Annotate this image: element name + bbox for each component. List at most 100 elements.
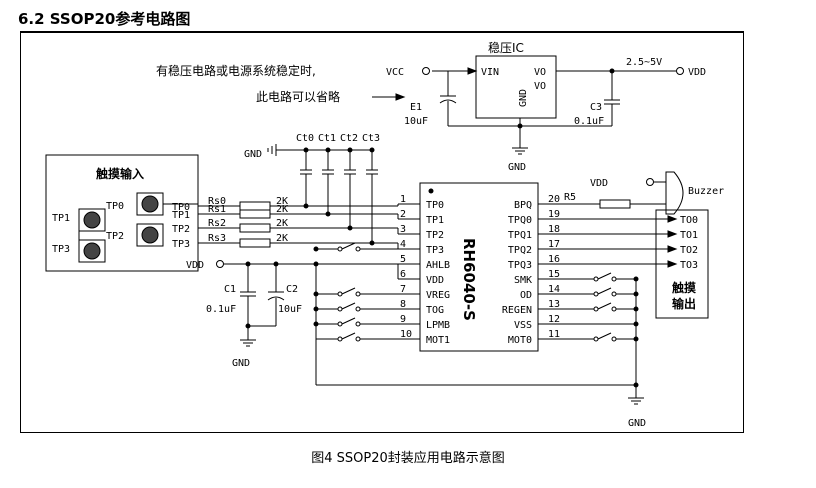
pin-name-smk: SMK [514, 275, 532, 286]
output-label-3: TO3 [680, 260, 698, 271]
regulator-ic-box [475, 55, 557, 119]
chip-name: RH6040-S [460, 238, 478, 321]
pin-name-tog: TOG [426, 305, 444, 316]
pin-number-7: 7 [400, 284, 406, 295]
omit-note: 此电路可以省略 [256, 89, 340, 104]
resistor-name-3: Rs3 [208, 233, 226, 244]
resistor-value-1: 2K [276, 204, 288, 215]
pin-number-16: 16 [548, 254, 560, 265]
c2-value: 10uF [278, 304, 302, 315]
switch-pin9-contact-a [337, 321, 343, 327]
pin-name-lpmb: LPMB [426, 320, 450, 331]
pin-name-tpq0: TPQ0 [508, 215, 532, 226]
c2-plate [267, 296, 285, 301]
switch-pin7-contact-a [337, 291, 343, 297]
buzzer-body [665, 171, 684, 215]
output-arrow-3 [667, 260, 678, 268]
touch-pad-2-disk [141, 226, 159, 244]
input-pin-label-0: TP0 [172, 202, 190, 213]
c2-label: C2 [286, 284, 298, 295]
figure-caption: 图4 SSOP20封装应用电路示意图 [311, 451, 505, 466]
regulator-vo2: VO [534, 81, 546, 92]
junction-dot [303, 203, 309, 209]
resistor-r5 [599, 199, 631, 209]
pin-name-tp3: TP3 [426, 245, 444, 256]
ct-label-3: Ct3 [362, 133, 380, 144]
output-label-2: TO2 [680, 245, 698, 256]
output-box-line2: 输出 [672, 296, 696, 311]
resistor-value-2: 2K [276, 218, 288, 229]
touch-input-box [45, 154, 199, 272]
pin-number-6: 6 [400, 269, 406, 280]
input-pin-label-1: TP1 [172, 210, 190, 221]
output-arrow-2 [667, 245, 678, 253]
junction-dot [633, 382, 639, 388]
regulator-note: 有稳压电路或电源系统稳定时, [156, 63, 316, 78]
resistor-name-1: Rs1 [208, 204, 226, 215]
schematic-panel [20, 31, 744, 433]
buzzer-vdd-label: VDD [590, 178, 608, 189]
switch-pin11-contact-a [593, 336, 599, 342]
resistor-rs2 [239, 223, 271, 233]
switch-pin11-contact-b [611, 336, 617, 342]
regulator-title: 稳压IC [488, 40, 524, 55]
switch-pin8-blade [341, 302, 356, 310]
pin-number-4: 4 [400, 239, 406, 250]
switch-pin14-contact-b [611, 291, 617, 297]
switch-pin7-blade [341, 287, 356, 295]
pin-name-vdd: VDD [426, 275, 444, 286]
junction-dot [347, 225, 353, 231]
pin-name-tpq3: TPQ3 [508, 260, 532, 271]
pin-name-od: OD [520, 290, 532, 301]
switch-pin8-contact-b [355, 306, 361, 312]
c3-value: 0.1uF [574, 116, 604, 127]
pin-name-tp2: TP2 [426, 230, 444, 241]
tp0-group-label: TP0 [106, 201, 124, 212]
touch-pad-3-disk [83, 242, 101, 260]
pin-number-12: 12 [548, 314, 560, 325]
rh6040-chip-body [419, 182, 539, 352]
junction-dot [633, 306, 639, 312]
vcc-terminal [422, 67, 430, 75]
resistor-rs0 [239, 201, 271, 211]
switch-pin5-contact-b [355, 246, 361, 252]
regulator-vo1: VO [534, 67, 546, 78]
touch-input-title: 触摸输入 [96, 166, 144, 181]
touch-output-box [655, 209, 709, 319]
switch-pin13-blade [597, 302, 612, 310]
switch-pin15-contact-b [611, 276, 617, 282]
buzzer-vdd-terminal [646, 178, 654, 186]
pin-number-13: 13 [548, 299, 560, 310]
c1-value: 0.1uF [206, 304, 236, 315]
switch-pin11-blade [597, 332, 612, 340]
ct-label-2: Ct2 [340, 133, 358, 144]
pin-name-tp1: TP1 [426, 215, 444, 226]
switch-pin15-contact-a [593, 276, 599, 282]
junction-dot [369, 240, 375, 246]
pin-number-5: 5 [400, 254, 406, 265]
switch-pin7-contact-b [355, 291, 361, 297]
tp3-group-label: TP3 [52, 244, 70, 255]
pin-number-10: 10 [400, 329, 412, 340]
output-arrow-1 [667, 230, 678, 238]
pin-number-11: 11 [548, 329, 560, 340]
vcc-label: VCC [386, 67, 404, 78]
resistor-value-0: 2K [276, 196, 288, 207]
gnd-bottom-right: GND [628, 418, 646, 429]
junction-dot [633, 276, 639, 282]
pin-name-vreg: VREG [426, 290, 450, 301]
switch-pin14-blade [597, 287, 612, 295]
ct-label-0: Ct0 [296, 133, 314, 144]
junction-dot [633, 321, 639, 327]
resistor-value-3: 2K [276, 233, 288, 244]
regulator-gnd-label: GND [508, 162, 526, 173]
pin-name-ahlb: AHLB [426, 260, 450, 271]
junction-dot [325, 211, 331, 217]
switch-pin5-contact-a [337, 246, 343, 252]
switch-pin10-blade [341, 332, 356, 340]
pin-number-3: 3 [400, 224, 406, 235]
page-heading: 6.2 SSOP20参考电路图 [18, 10, 191, 28]
resistor-rs1 [239, 209, 271, 219]
pin-number-17: 17 [548, 239, 560, 250]
